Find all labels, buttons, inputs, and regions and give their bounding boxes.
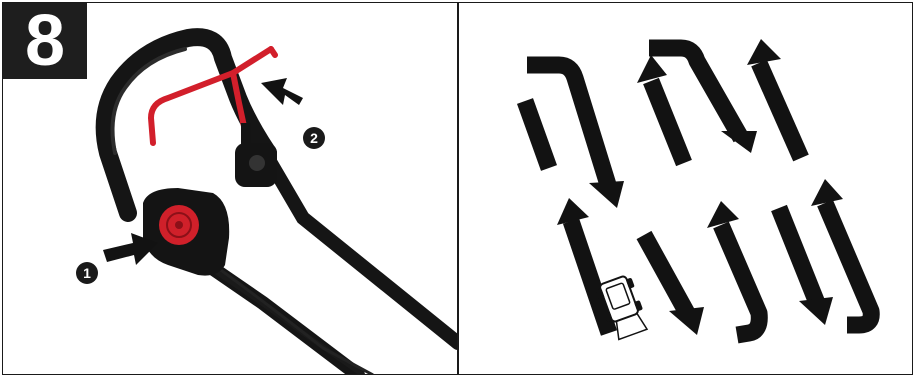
lane-up-3 — [562, 218, 618, 336]
pivot-link — [241, 123, 251, 147]
callout-1: 1 — [76, 262, 98, 284]
cable-2 — [217, 266, 374, 374]
press-arrow-2-icon — [261, 78, 303, 105]
callout-2: 2 — [303, 127, 325, 149]
lane-up-1 — [643, 77, 692, 167]
arrowhead-up-2 — [747, 39, 781, 65]
lane-down-1 — [636, 230, 695, 318]
right-handle-shaft — [258, 146, 457, 350]
handle-operation-panel: 8 1 2 — [2, 2, 458, 375]
safety-button-ring — [166, 212, 192, 238]
lane-hook-4 — [817, 199, 880, 334]
red-lever — [148, 46, 274, 146]
arrowhead-down-1 — [589, 181, 624, 208]
arrowhead-up-5 — [811, 179, 843, 206]
handle-illustration — [95, 28, 457, 374]
mowing-pattern-panel — [458, 2, 913, 375]
step-number-badge: 8 — [3, 3, 87, 79]
arrowhead-up-1 — [637, 55, 667, 83]
press-arrow-1-icon — [103, 233, 158, 265]
mowing-pattern-icon — [516, 39, 880, 344]
lane-hook-1 — [527, 56, 618, 191]
arrowhead-down-3 — [669, 307, 704, 335]
grip-highlight — [110, 47, 187, 155]
red-lever-arm — [230, 46, 278, 134]
pivot-knob — [249, 155, 265, 171]
lane-up-2 — [751, 59, 809, 162]
lawnmower-icon — [596, 275, 649, 341]
arrowhead-up-4 — [707, 201, 739, 228]
arrowhead-up-3 — [557, 198, 589, 225]
arrowhead-down-2 — [721, 131, 757, 153]
lane-hook-2 — [649, 39, 749, 143]
lane-stub-1 — [516, 98, 558, 171]
lane-down-2 — [771, 204, 825, 307]
arrowhead-down-4 — [799, 297, 833, 325]
safety-button-center — [175, 221, 183, 229]
lane-hook-3 — [713, 221, 768, 344]
